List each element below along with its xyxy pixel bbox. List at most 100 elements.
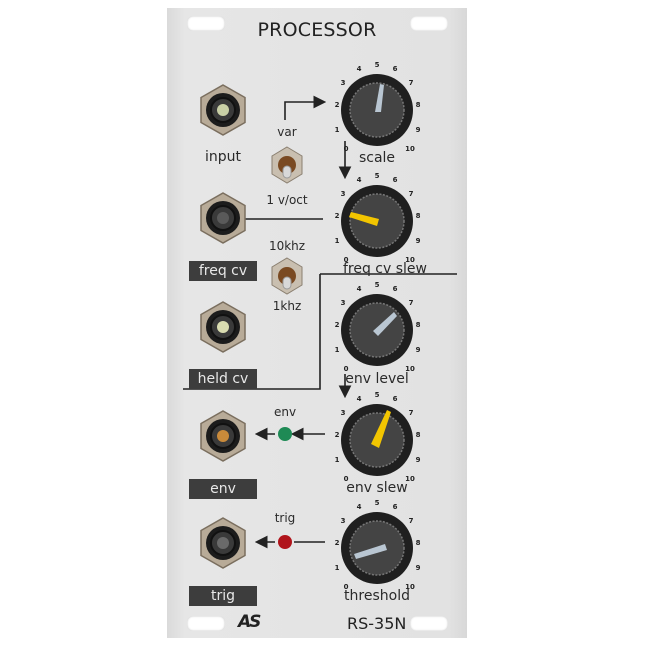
jack-socket-icon — [200, 84, 246, 136]
jack-label-freq-cv: freq cv — [189, 261, 257, 281]
svg-text:2: 2 — [335, 101, 340, 109]
svg-text:9: 9 — [416, 237, 421, 245]
knob-dial-icon: 0 1 2 3 4 5 6 7 8 9 10 — [335, 391, 421, 483]
knob-env-slew[interactable]: 0 1 2 3 4 5 6 7 8 9 10 — [327, 390, 427, 490]
svg-text:0: 0 — [344, 256, 349, 264]
svg-text:1: 1 — [335, 456, 340, 464]
svg-text:1: 1 — [335, 564, 340, 572]
svg-text:0: 0 — [344, 475, 349, 483]
toggle-switch-icon — [271, 146, 303, 184]
svg-text:10: 10 — [405, 583, 415, 591]
svg-text:4: 4 — [357, 285, 362, 293]
jack-trig[interactable] — [197, 517, 249, 569]
svg-text:4: 4 — [357, 395, 362, 403]
svg-text:5: 5 — [375, 61, 380, 69]
svg-text:0: 0 — [344, 583, 349, 591]
jack-socket-icon — [200, 517, 246, 569]
svg-text:8: 8 — [416, 539, 421, 547]
switch-label-var: var — [277, 125, 297, 139]
svg-text:10: 10 — [405, 256, 415, 264]
svg-text:4: 4 — [357, 503, 362, 511]
jack-env[interactable] — [197, 410, 249, 462]
module-panel: PROCESSOR — [167, 8, 467, 638]
jack-label-env: env — [189, 479, 257, 499]
knob-dial-icon: 0 1 2 3 4 5 6 7 8 9 10 — [335, 61, 421, 153]
svg-text:1: 1 — [335, 126, 340, 134]
svg-text:3: 3 — [341, 190, 346, 198]
switch-label-1voct: 1 v/oct — [266, 193, 308, 207]
svg-text:7: 7 — [409, 409, 414, 417]
jack-freq-cv[interactable] — [197, 192, 249, 244]
knob-label-freq-cv-slew: freq cv slew — [342, 261, 427, 277]
svg-text:5: 5 — [375, 499, 380, 507]
svg-text:2: 2 — [335, 321, 340, 329]
svg-text:7: 7 — [409, 517, 414, 525]
svg-text:5: 5 — [375, 391, 380, 399]
jack-label-trig: trig — [189, 586, 257, 606]
knob-scale[interactable]: 0 1 2 3 4 5 6 7 8 9 10 — [327, 60, 427, 160]
mounting-slot-top-right — [410, 16, 448, 31]
svg-text:3: 3 — [341, 409, 346, 417]
jack-label-input: input — [204, 149, 241, 165]
svg-text:8: 8 — [416, 212, 421, 220]
svg-text:4: 4 — [357, 176, 362, 184]
knob-label-threshold: threshold — [344, 588, 410, 604]
jack-input[interactable] — [197, 84, 249, 136]
module-title: PROCESSOR — [257, 19, 377, 41]
svg-text:6: 6 — [393, 503, 398, 511]
jack-held-cv[interactable] — [197, 301, 249, 353]
svg-text:7: 7 — [409, 190, 414, 198]
svg-text:3: 3 — [341, 79, 346, 87]
svg-text:9: 9 — [416, 346, 421, 354]
svg-text:0: 0 — [344, 365, 349, 373]
mounting-slot-top-left — [187, 16, 225, 31]
jack-socket-icon — [200, 410, 246, 462]
svg-text:1: 1 — [335, 346, 340, 354]
model-number: RS-35N — [347, 614, 407, 633]
svg-text:4: 4 — [357, 65, 362, 73]
toggle-freq-range[interactable] — [270, 257, 304, 295]
svg-text:8: 8 — [416, 101, 421, 109]
mounting-slot-bottom-left — [187, 616, 225, 631]
svg-text:7: 7 — [409, 79, 414, 87]
led-trig — [278, 535, 292, 549]
svg-text:5: 5 — [375, 281, 380, 289]
led-label-trig: trig — [274, 511, 296, 525]
svg-text:6: 6 — [393, 395, 398, 403]
svg-text:10: 10 — [405, 475, 415, 483]
svg-text:9: 9 — [416, 456, 421, 464]
jack-label-held-cv: held cv — [189, 369, 257, 389]
switch-label-1khz: 1khz — [272, 299, 302, 313]
mounting-slot-bottom-right — [410, 616, 448, 631]
knob-label-scale: scale — [358, 150, 396, 166]
svg-text:8: 8 — [416, 431, 421, 439]
svg-text:6: 6 — [393, 176, 398, 184]
jack-socket-icon — [200, 192, 246, 244]
svg-text:3: 3 — [341, 299, 346, 307]
led-label-env: env — [273, 405, 297, 419]
switch-label-10khz: 10khz — [268, 239, 306, 253]
svg-text:7: 7 — [409, 299, 414, 307]
knob-label-env-slew: env slew — [346, 480, 408, 496]
svg-text:0: 0 — [344, 145, 349, 153]
svg-text:10: 10 — [405, 145, 415, 153]
knob-label-env-level: env level — [345, 371, 409, 387]
toggle-scale-mode[interactable] — [270, 146, 304, 184]
svg-text:6: 6 — [393, 65, 398, 73]
svg-text:2: 2 — [335, 539, 340, 547]
svg-text:6: 6 — [393, 285, 398, 293]
led-env — [278, 427, 292, 441]
jack-socket-icon — [200, 301, 246, 353]
svg-text:3: 3 — [341, 517, 346, 525]
svg-text:9: 9 — [416, 126, 421, 134]
svg-text:2: 2 — [335, 431, 340, 439]
svg-text:5: 5 — [375, 172, 380, 180]
svg-text:1: 1 — [335, 237, 340, 245]
brand-logo: AS — [238, 612, 261, 632]
